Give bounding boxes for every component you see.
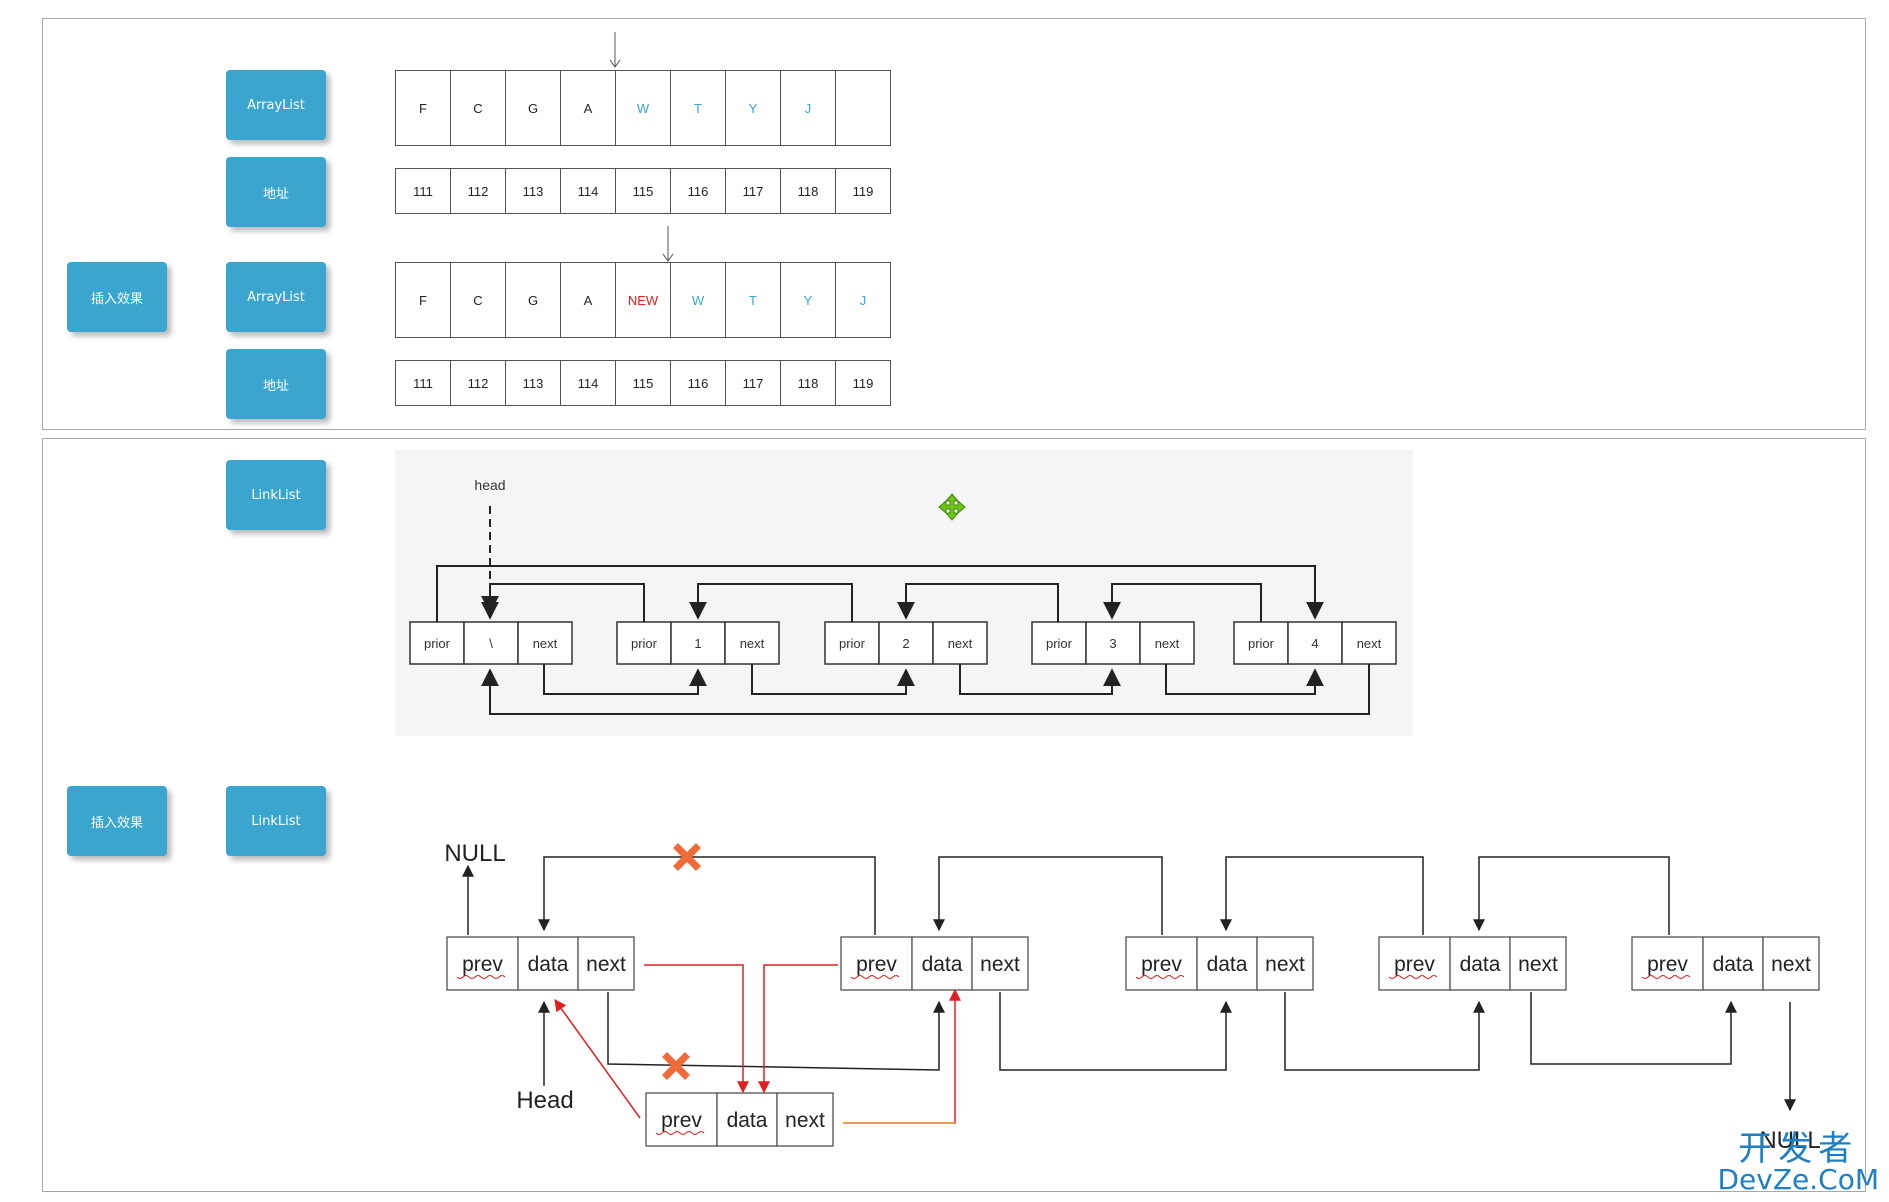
node-field-data: data bbox=[1713, 953, 1754, 976]
linklist-insert-button[interactable]: LinkList bbox=[226, 786, 326, 856]
insert-list-node-4: prev data next bbox=[1631, 936, 1820, 991]
node-field-next: next bbox=[785, 1109, 825, 1132]
circular-node-field: next bbox=[533, 636, 558, 651]
pointer-arrow-insert bbox=[662, 226, 674, 262]
array-insert-value-cell-1: C bbox=[450, 262, 506, 338]
node-field-prev: prev bbox=[1394, 953, 1435, 976]
circular-node-0: prior \ next bbox=[409, 621, 573, 665]
arraylist-insert-button[interactable]: ArrayList bbox=[226, 262, 326, 332]
circular-list-area bbox=[395, 450, 1413, 736]
head-label: head bbox=[474, 477, 505, 493]
circular-node-4: prior 4 next bbox=[1233, 621, 1397, 665]
null-top-label: NULL bbox=[444, 840, 505, 867]
arraylist-panel bbox=[42, 18, 1866, 430]
circular-node-field: 4 bbox=[1311, 636, 1318, 651]
circular-node-field: 1 bbox=[694, 636, 701, 651]
null-bottom-label: NULL bbox=[1759, 1127, 1820, 1154]
array-insert-value-cell-5: W bbox=[670, 262, 726, 338]
array-value-cell-8 bbox=[835, 70, 891, 146]
circular-node-field: prior bbox=[1046, 636, 1073, 651]
cross-icon bbox=[662, 1052, 690, 1080]
array-insert-address-cell-4: 115 bbox=[615, 360, 671, 406]
array-insert-address-cell-2: 113 bbox=[505, 360, 561, 406]
array-value-cell-5: T bbox=[670, 70, 726, 146]
node-field-next: next bbox=[980, 953, 1020, 976]
circular-node-3: prior 3 next bbox=[1031, 621, 1195, 665]
insert-effect-button[interactable]: 插入效果 bbox=[67, 262, 167, 332]
array-value-cell-3: A bbox=[560, 70, 616, 146]
array-value-cell-1: C bbox=[450, 70, 506, 146]
node-field-data: data bbox=[727, 1109, 768, 1132]
array-address-cell-3: 114 bbox=[560, 168, 616, 214]
circular-node-field: prior bbox=[839, 636, 866, 651]
new-node: prev data next bbox=[645, 1092, 834, 1147]
array-address-cell-6: 117 bbox=[725, 168, 781, 214]
insert-list-node-2: prev data next bbox=[1125, 936, 1314, 991]
linklist-button[interactable]: LinkList bbox=[226, 460, 326, 530]
insert-list-node-1: prev data next bbox=[840, 936, 1029, 991]
address-button[interactable]: 地址 bbox=[226, 157, 326, 227]
head-insert-label: Head bbox=[516, 1087, 573, 1114]
cross-icon bbox=[673, 843, 701, 871]
circular-node-field: prior bbox=[631, 636, 658, 651]
node-field-data: data bbox=[1207, 953, 1248, 976]
insert-list-node-0: prev data next bbox=[446, 936, 635, 991]
array-insert-value-cell-2: G bbox=[505, 262, 561, 338]
circular-node-field: \ bbox=[489, 636, 493, 651]
array-insert-address-cell-3: 114 bbox=[560, 360, 616, 406]
node-field-next: next bbox=[1518, 953, 1558, 976]
node-field-next: next bbox=[586, 953, 626, 976]
insert-list-node-3: prev data next bbox=[1378, 936, 1567, 991]
pointer-arrow-top bbox=[609, 32, 621, 68]
circular-node-field: next bbox=[740, 636, 765, 651]
array-insert-value-cell-7: Y bbox=[780, 262, 836, 338]
array-insert-address-cell-8: 119 bbox=[835, 360, 891, 406]
circular-node-field: prior bbox=[1248, 636, 1275, 651]
node-field-prev: prev bbox=[856, 953, 897, 976]
array-insert-value-cell-3: A bbox=[560, 262, 616, 338]
array-address-cell-4: 115 bbox=[615, 168, 671, 214]
arraylist-button[interactable]: ArrayList bbox=[226, 70, 326, 140]
array-insert-address-cell-1: 112 bbox=[450, 360, 506, 406]
circular-node-2: prior 2 next bbox=[824, 621, 988, 665]
node-field-next: next bbox=[1771, 953, 1811, 976]
array-insert-address-cell-5: 116 bbox=[670, 360, 726, 406]
array-insert-address-cell-7: 118 bbox=[780, 360, 836, 406]
array-address-cell-0: 111 bbox=[395, 168, 451, 214]
node-field-prev: prev bbox=[661, 1109, 702, 1132]
move-icon[interactable] bbox=[938, 493, 966, 521]
node-field-prev: prev bbox=[1141, 953, 1182, 976]
array-insert-value-cell-0: F bbox=[395, 262, 451, 338]
array-address-cell-1: 112 bbox=[450, 168, 506, 214]
circular-node-field: 3 bbox=[1109, 636, 1116, 651]
insert-effect-linklist-button[interactable]: 插入效果 bbox=[67, 786, 167, 856]
node-field-prev: prev bbox=[1647, 953, 1688, 976]
circular-node-field: prior bbox=[424, 636, 451, 651]
node-field-next: next bbox=[1265, 953, 1305, 976]
node-field-prev: prev bbox=[462, 953, 503, 976]
array-insert-value-cell-6: T bbox=[725, 262, 781, 338]
node-field-data: data bbox=[1460, 953, 1501, 976]
circular-node-field: 2 bbox=[902, 636, 909, 651]
array-value-cell-2: G bbox=[505, 70, 561, 146]
array-address-cell-8: 119 bbox=[835, 168, 891, 214]
array-insert-value-cell-8: J bbox=[835, 262, 891, 338]
address-insert-button[interactable]: 地址 bbox=[226, 349, 326, 419]
array-insert-address-cell-0: 111 bbox=[395, 360, 451, 406]
node-field-data: data bbox=[922, 953, 963, 976]
circular-node-field: next bbox=[948, 636, 973, 651]
circular-node-field: next bbox=[1357, 636, 1382, 651]
array-value-cell-6: Y bbox=[725, 70, 781, 146]
watermark-logo: 开发者 DevZe.CoM bbox=[1717, 1129, 1879, 1196]
node-field-data: data bbox=[528, 953, 569, 976]
circular-node-field: next bbox=[1155, 636, 1180, 651]
